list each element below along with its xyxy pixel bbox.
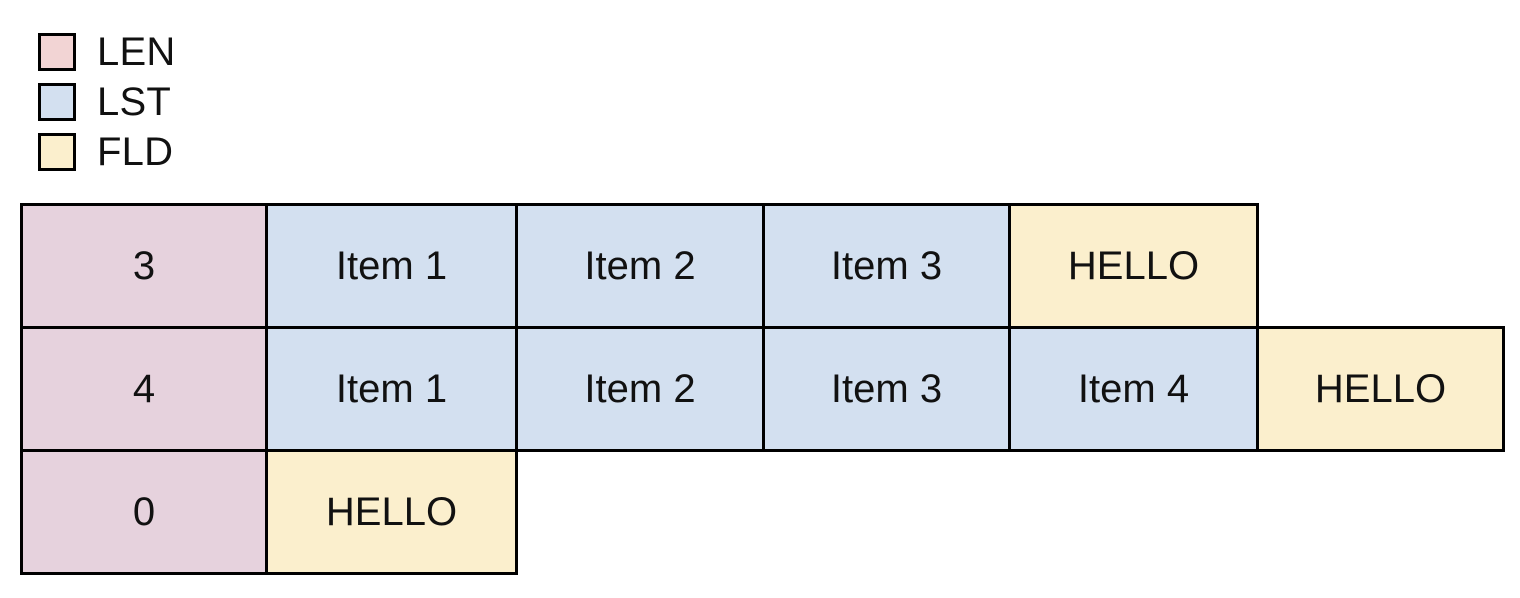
legend-item-fld: FLD — [38, 127, 438, 177]
legend: LEN LST FLD — [38, 27, 438, 177]
cell-lst: Item 3 — [762, 203, 1011, 329]
legend-item-lst: LST — [38, 77, 438, 127]
legend-label-lst: LST — [97, 80, 171, 124]
legend-item-len: LEN — [38, 27, 438, 77]
cell-len: 0 — [20, 449, 268, 575]
cell-lst: Item 2 — [515, 203, 765, 329]
cell-fld: HELLO — [265, 449, 518, 575]
cell-lst: Item 1 — [265, 326, 518, 452]
cell-lst: Item 3 — [762, 326, 1011, 452]
legend-swatch-lst — [38, 83, 76, 121]
legend-swatch-len — [38, 33, 76, 71]
legend-swatch-fld — [38, 133, 76, 171]
legend-label-fld: FLD — [97, 130, 174, 174]
cell-len: 4 — [20, 326, 268, 452]
cell-lst: Item 1 — [265, 203, 518, 329]
legend-label-len: LEN — [97, 30, 176, 74]
cell-fld: HELLO — [1256, 326, 1505, 452]
cell-fld: HELLO — [1008, 203, 1259, 329]
cell-len: 3 — [20, 203, 268, 329]
cell-lst: Item 4 — [1008, 326, 1259, 452]
cell-lst: Item 2 — [515, 326, 765, 452]
